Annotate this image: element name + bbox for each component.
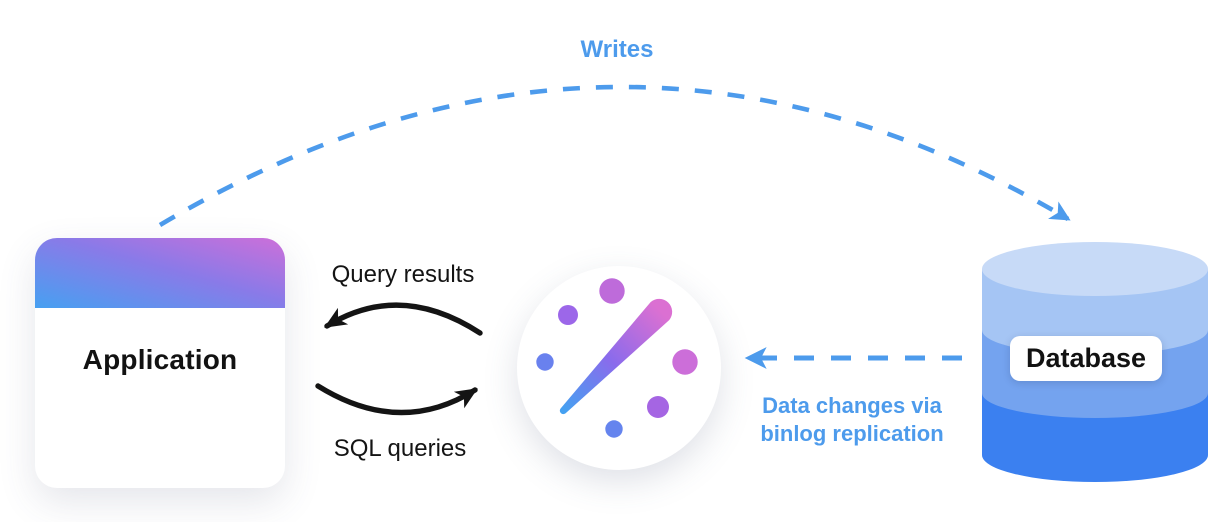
sql-queries-arrow-label: SQL queries xyxy=(333,435,467,462)
gauge-dot-top xyxy=(599,278,625,304)
binlog-label-line-2: binlog replication xyxy=(760,421,944,446)
database-top-ellipse xyxy=(982,242,1208,296)
binlog-replication-arrow-label: Data changes via binlog replication xyxy=(740,392,964,448)
gauge-dot-lower-right xyxy=(647,396,669,418)
sql-queries-arrow xyxy=(315,383,478,416)
query-results-arrow xyxy=(324,302,483,336)
database-label: Database xyxy=(1010,336,1162,381)
application-label: Application xyxy=(82,344,238,375)
gauge-dot-left xyxy=(536,353,554,371)
writes-arrow-label: Writes xyxy=(580,36,654,63)
cache-node xyxy=(517,266,721,470)
writes-arrow xyxy=(158,84,1071,227)
query-results-arrow-label: Query results xyxy=(331,261,475,288)
gauge-needle xyxy=(559,298,673,415)
gauge-dot-bottom xyxy=(605,420,623,438)
gauge-dot-right xyxy=(672,349,698,375)
application-node: Application xyxy=(35,238,285,488)
binlog-label-line-1: Data changes via xyxy=(762,393,942,418)
gauge-speedometer-logo-icon xyxy=(536,278,698,438)
gauge-dot-upper-left xyxy=(558,305,578,325)
application-node-header xyxy=(35,238,285,308)
